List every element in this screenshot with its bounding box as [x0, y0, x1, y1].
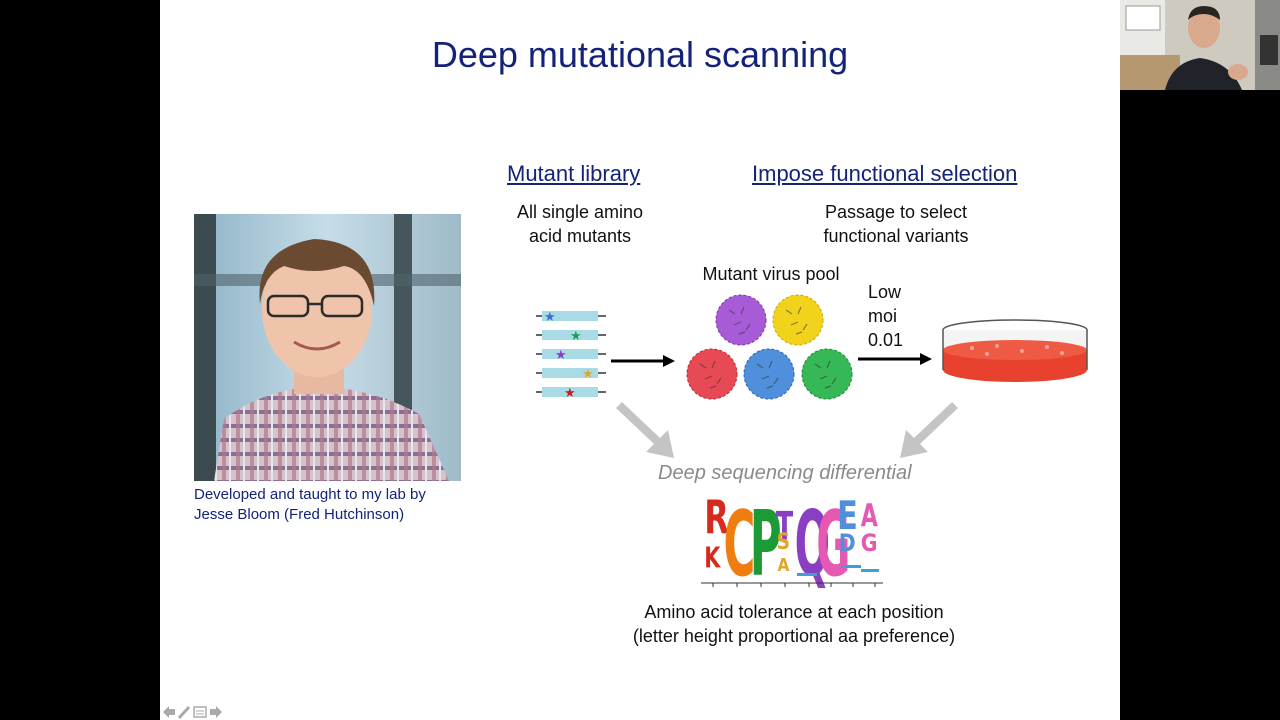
sequence-logo: R K C P T S A Q G E D A G	[701, 491, 883, 597]
svg-text:★: ★	[570, 329, 582, 344]
logo-letter-a: A	[778, 554, 790, 576]
library-description: All single amino acid mutants	[516, 202, 644, 246]
logo-letter-p: P	[750, 491, 782, 597]
mutant-virus-pool-label: Mutant virus pool	[702, 264, 840, 284]
slide-title: Deep mutational scanning	[431, 34, 849, 75]
webcam-feed	[1120, 0, 1280, 90]
mutant-virus-pool	[686, 294, 853, 400]
moi-label: Low moi 0.01	[868, 282, 904, 350]
logo-letter-e: E	[837, 493, 858, 539]
presenter-controls	[162, 704, 226, 720]
menu-icon[interactable]	[193, 706, 207, 718]
presenter-photo	[194, 214, 461, 481]
logo-letter-q: Q	[795, 492, 830, 597]
pen-icon[interactable]	[177, 705, 191, 720]
mutant-library-heading: Mutant library	[507, 161, 641, 186]
svg-text:★: ★	[582, 367, 594, 382]
deep-sequencing-label: Deep sequencing differential	[658, 462, 912, 484]
logo-letter-a2: A	[861, 498, 878, 534]
logo-caption: Amino acid tolerance at each position (l…	[632, 602, 956, 646]
svg-text:★: ★	[555, 348, 567, 363]
svg-text:★: ★	[564, 386, 576, 401]
logo-letter-g: G	[816, 492, 850, 597]
logo-letter-r: R	[704, 492, 729, 545]
functional-selection-heading: Impose functional selection	[752, 161, 1018, 186]
logo-letter-d: D	[839, 529, 856, 557]
logo-letter-g2: G	[861, 529, 878, 557]
grey-arrow-right	[900, 402, 966, 458]
arrow-to-dish	[858, 353, 932, 365]
grey-arrow-left	[608, 402, 674, 458]
svg-text:★: ★	[544, 310, 556, 325]
selection-description: Passage to select functional variants	[823, 202, 969, 246]
logo-letter-t: T	[776, 503, 794, 549]
next-arrow-icon[interactable]	[210, 706, 222, 718]
logo-letter-s: S	[777, 529, 790, 555]
photo-caption: Developed and taught to my lab by Jesse …	[194, 486, 426, 523]
logo-letter-k: K	[704, 541, 721, 574]
prev-arrow-icon[interactable]	[163, 706, 175, 718]
mutant-library-strips: ★ ★ ★ ★ ★	[536, 310, 606, 401]
petri-dish	[942, 319, 1088, 382]
slide: Deep mutational scanning	[160, 0, 1120, 720]
arrow-to-pool	[611, 355, 675, 367]
logo-letter-c: C	[724, 491, 756, 597]
